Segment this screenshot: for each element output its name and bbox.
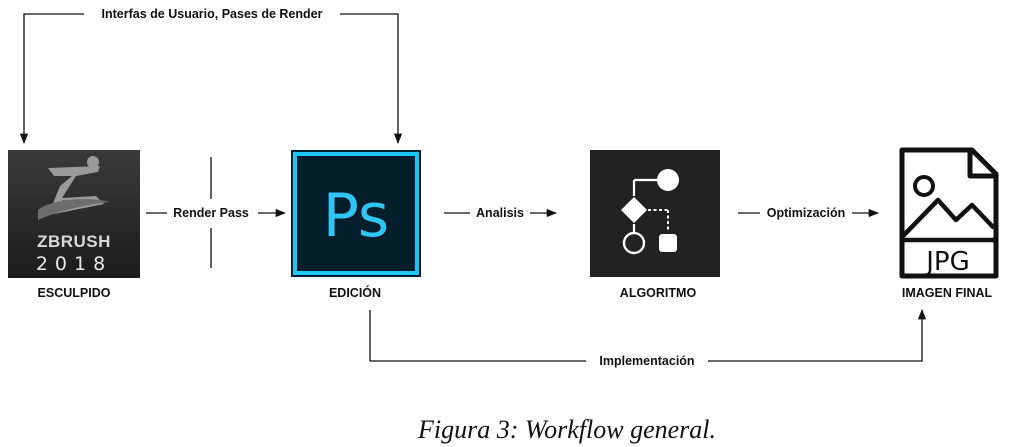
zbrush-version: 2018 <box>36 253 112 275</box>
edge-optimizacion: Optimización <box>738 206 880 220</box>
edge-label-top-loop: Interfas de Usuario, Pases de Render <box>102 7 323 21</box>
edge-analisis: Analisis <box>444 206 558 220</box>
photoshop-logo-text: Ps <box>323 181 389 251</box>
edge-label-analisis: Analisis <box>476 206 524 220</box>
node-algoritmo: ALGORITMO <box>590 150 720 300</box>
edge-label-optimizacion: Optimización <box>767 206 845 220</box>
zbrush-figure-icon <box>38 156 110 220</box>
edge-implementacion: Implementación <box>369 308 927 368</box>
node-label-edicion: EDICIÓN <box>329 285 381 300</box>
picture-icon <box>901 175 996 238</box>
file-type-label: JPG <box>924 247 970 277</box>
photoshop-logo-border <box>293 152 419 275</box>
zbrush-logo-text: ZBRUSH <box>37 232 111 251</box>
edge-render-pass: Render Pass <box>146 157 287 268</box>
edge-label-render-pass: Render Pass <box>173 206 249 220</box>
node-label-algoritmo: ALGORITMO <box>620 286 697 300</box>
figure-caption: Figura 3: Workflow general. <box>417 415 716 444</box>
photoshop-logo-bg <box>291 150 421 277</box>
node-label-imagen-final: IMAGEN FINAL <box>902 286 993 300</box>
edge-top-loop: Interfas de Usuario, Pases de Render <box>19 7 403 145</box>
edge-label-implementacion: Implementación <box>599 354 694 368</box>
node-photoshop: Ps EDICIÓN <box>291 150 421 300</box>
node-imagen-final: JPG IMAGEN FINAL <box>899 147 999 300</box>
algoritmo-bg <box>590 150 720 277</box>
node-zbrush: ZBRUSH 2018 ESCULPIDO <box>8 150 140 300</box>
flowchart-icon <box>621 169 679 255</box>
node-label-esculpido: ESCULPIDO <box>38 286 111 300</box>
